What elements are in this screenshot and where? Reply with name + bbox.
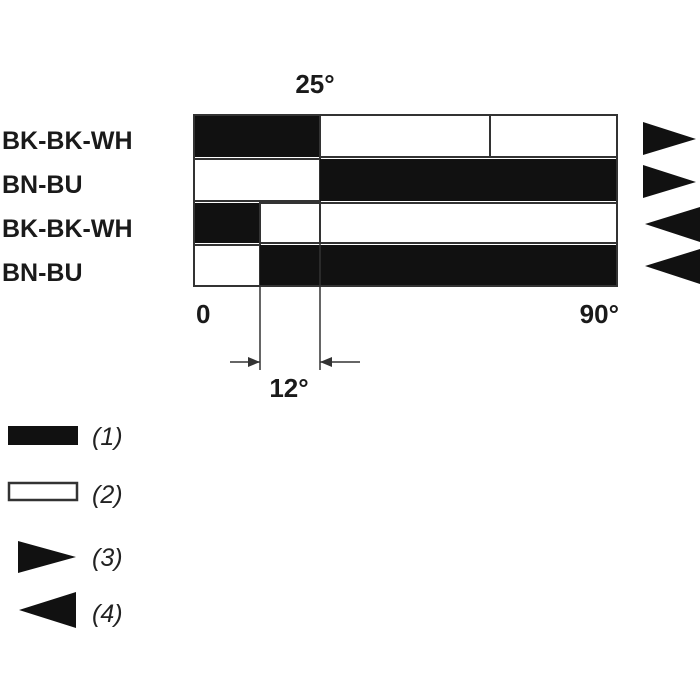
dimension-arrow-left-icon [320,357,332,367]
row-3-bar [194,202,618,244]
row-4-label: BN-BU [2,259,83,287]
row-4-bar [193,244,617,287]
legend-item-1-label: (1) [92,423,123,451]
legend-white-bar-icon [7,481,79,502]
row-3-label: BK-BK-WH [2,215,133,243]
row-4-left-arrow-icon [645,249,700,284]
legend-black-bar-icon [8,426,78,445]
legend-right-arrow-icon [18,541,76,573]
row-3-left-arrow-icon [645,207,700,242]
legend-left-arrow-icon [19,592,76,628]
row-2-bar [193,158,617,202]
legend-item-3-label: (3) [92,544,123,572]
legend-item-2-label: (2) [92,481,123,509]
row-2-right-arrow-icon [643,165,696,198]
row-1-right-arrow-icon [643,122,696,155]
row-1-label: BK-BK-WH [2,127,133,155]
dimension-arrow-right-icon [248,357,260,367]
start-angle-label: 0 [196,299,210,329]
row-3-segment-on [194,203,260,243]
row-2-label: BN-BU [2,171,83,199]
end-angle-label: 90° [580,299,619,329]
dimension-12-marker [230,357,360,367]
row-1-segment-on [194,115,320,157]
row-1-bar [194,114,618,158]
row-4-segment-on [260,245,617,286]
row-4-segment-off [193,244,261,287]
row-2-segment-on [320,159,617,201]
legend-item-4-label: (4) [92,600,123,628]
row-1-segment-off [319,114,618,158]
row-3-segment-off [259,202,618,244]
bar-frame [193,114,618,287]
top-angle-label: 25° [295,69,334,99]
row-2-segment-off [193,158,321,202]
legend: (1) (2) (3) (4) [7,423,123,628]
delta-angle-label: 12° [269,373,308,403]
